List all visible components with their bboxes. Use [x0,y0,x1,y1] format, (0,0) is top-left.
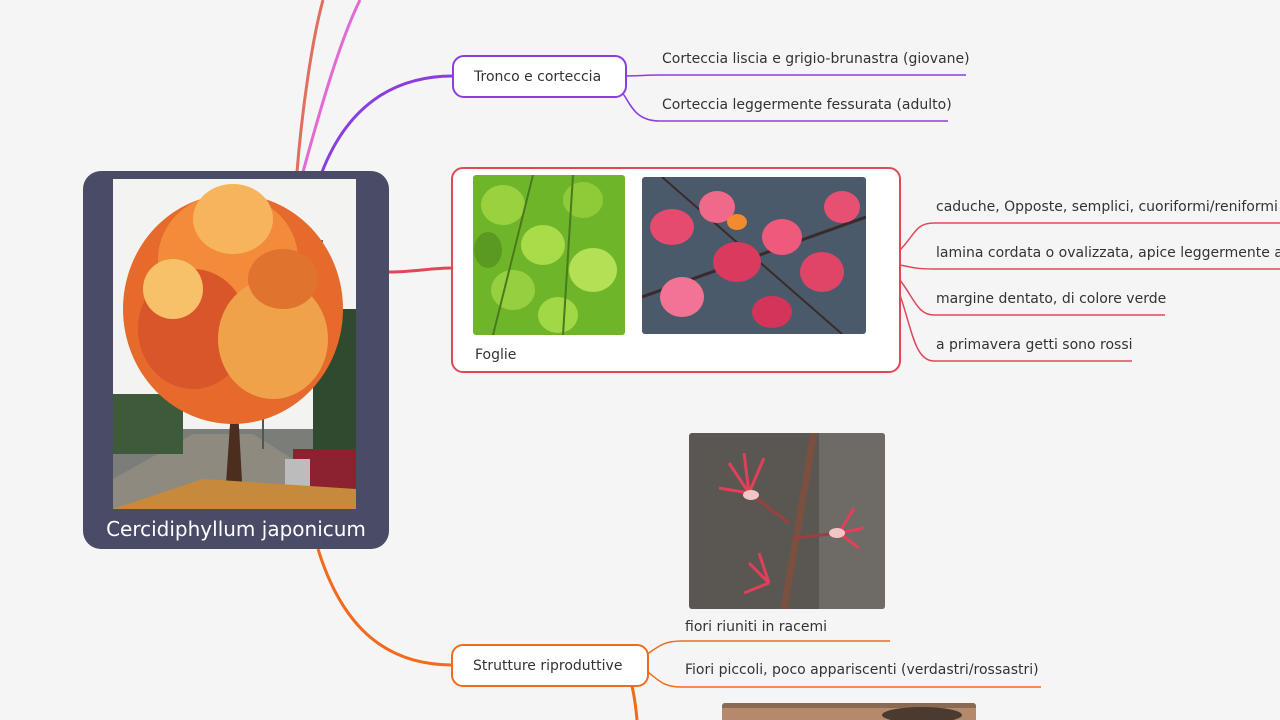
topic-trunk[interactable]: Tronco e corteccia [452,55,627,98]
red-heart-leaves-photo [642,177,866,334]
connector-repro-leaf-1 [645,640,890,656]
subtopic-trunk-1[interactable]: Corteccia liscia e grigio-brunastra (gio… [662,51,970,67]
topic-leaves-label: Foglie [475,347,517,363]
connector-repro [316,548,453,667]
connector-offscreen-2 [301,0,362,173]
connector-trunk [320,74,454,173]
topic-leaves[interactable]: Foglie [451,167,901,373]
connector-leaves [388,266,453,274]
connector-leaves-leaf-2 [899,264,1280,270]
red-flower-photo [689,433,885,609]
connector-repro-down [630,685,639,720]
topic-repro[interactable]: Strutture riproduttive [451,644,649,687]
subtopic-trunk-2[interactable]: Corteccia leggermente fessurata (adulto) [662,97,952,113]
subtopic-repro-2[interactable]: Fiori piccoli, poco appariscenti (verdas… [685,662,1039,678]
subtopic-repro-1[interactable]: fiori riuniti in racemi [685,619,827,635]
subtopic-leaves-1[interactable]: caduche, Opposte, semplici, cuoriformi/r… [936,199,1278,215]
connector-offscreen-1 [295,0,325,173]
flower-photo-2 [722,703,976,720]
topic-repro-label: Strutture riproduttive [473,657,623,674]
topic-trunk-label: Tronco e corteccia [474,68,602,85]
autumn-tree-photo [113,179,356,509]
root-title: Cercidiphyllum japonicum [106,517,366,541]
subtopic-leaves-4[interactable]: a primavera getti sono rossi [936,337,1133,353]
subtopic-leaves-2[interactable]: lamina cordata o ovalizzata, apice legge… [936,245,1280,261]
green-heart-leaves-photo [473,175,625,335]
root-node[interactable]: Cercidiphyllum japonicum [83,171,389,549]
connector-trunk-leaf-1 [625,74,966,77]
subtopic-leaves-3[interactable]: margine dentato, di colore verde [936,291,1167,307]
